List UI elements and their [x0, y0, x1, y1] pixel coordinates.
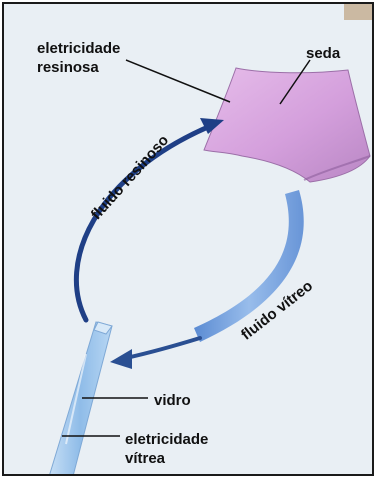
diagram-frame: eletricidade resinosa seda vidro eletric… — [2, 2, 374, 476]
label-silk: seda — [306, 44, 340, 63]
glass-rod — [48, 322, 112, 476]
label-vitreous-electricity: eletricidade vítrea — [125, 430, 245, 468]
label-glass: vidro — [154, 391, 191, 410]
vitreous-fluid-arrow — [110, 190, 304, 369]
silk-cloth — [204, 68, 370, 182]
label-resinous-electricity: eletricidade resinosa — [37, 39, 157, 77]
